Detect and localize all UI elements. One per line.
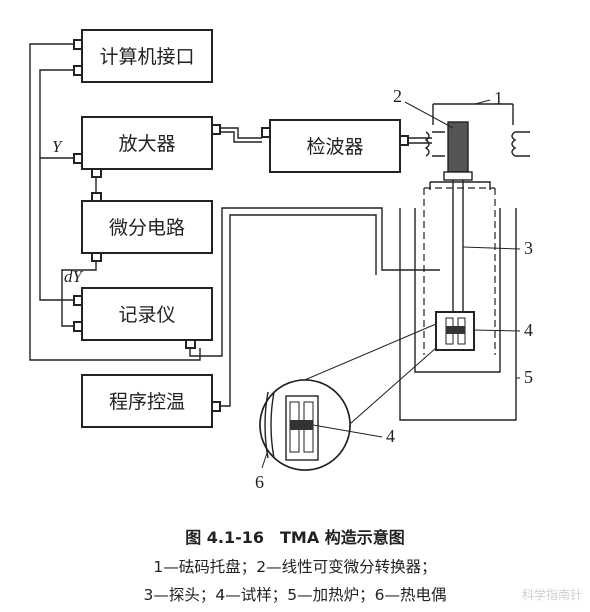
differential-circuit-label: 微分电路 [109, 217, 185, 239]
recorder-label: 记录仪 [118, 304, 175, 326]
tma-schematic: 计算机接口 放大器 检波器 微分电路 记录仪 程序控温 [29, 29, 533, 492]
inset-sample [290, 420, 313, 430]
temperature-programmer-block: 程序控温 [81, 374, 221, 428]
watermark: 科学指南针 [521, 588, 582, 602]
detector-label: 检波器 [306, 136, 363, 158]
signal-dy-label: dY [64, 267, 84, 286]
figure-legend-line-1: 1—砝码托盘；2—线性可变微分转换器； [153, 558, 437, 576]
furnace-inner-tube [423, 187, 496, 355]
amplifier-label: 放大器 [118, 133, 175, 155]
furnace-inner-wall [414, 208, 501, 373]
lvdt-coil-right [511, 131, 530, 157]
figure-title: 图 4.1-16 TMA 构造示意图 [185, 528, 405, 547]
callout-3: 3 [524, 238, 533, 258]
lvdt-core [447, 121, 469, 173]
callout-4-inset: 4 [386, 426, 395, 446]
probe-rod [452, 180, 464, 318]
callout-6: 6 [255, 472, 264, 492]
amplifier-block: 放大器 [73, 116, 221, 178]
callouts: 1 2 3 4 5 4 6 [255, 86, 533, 492]
callout-2: 2 [393, 86, 402, 106]
sample [446, 326, 465, 334]
signal-y-label: Y [52, 137, 63, 156]
computer-interface-label: 计算机接口 [99, 46, 194, 68]
detector-block: 检波器 [261, 119, 409, 173]
callout-4: 4 [524, 320, 533, 340]
callout-5: 5 [524, 367, 533, 387]
figure-legend-line-2: 3—探头；4—试样；5—加热炉；6—热电偶 [143, 586, 447, 604]
computer-interface-block: 计算机接口 [73, 29, 213, 83]
recorder-block: 记录仪 [73, 287, 213, 349]
wiring [29, 43, 440, 407]
differential-circuit-block: 微分电路 [81, 192, 213, 262]
temperature-programmer-label: 程序控温 [109, 391, 185, 413]
tma-apparatus [259, 103, 530, 471]
weight-pan [432, 103, 514, 125]
callout-1: 1 [494, 88, 503, 108]
furnace-outer-wall [399, 208, 517, 421]
lvdt-coil-left [424, 131, 445, 157]
